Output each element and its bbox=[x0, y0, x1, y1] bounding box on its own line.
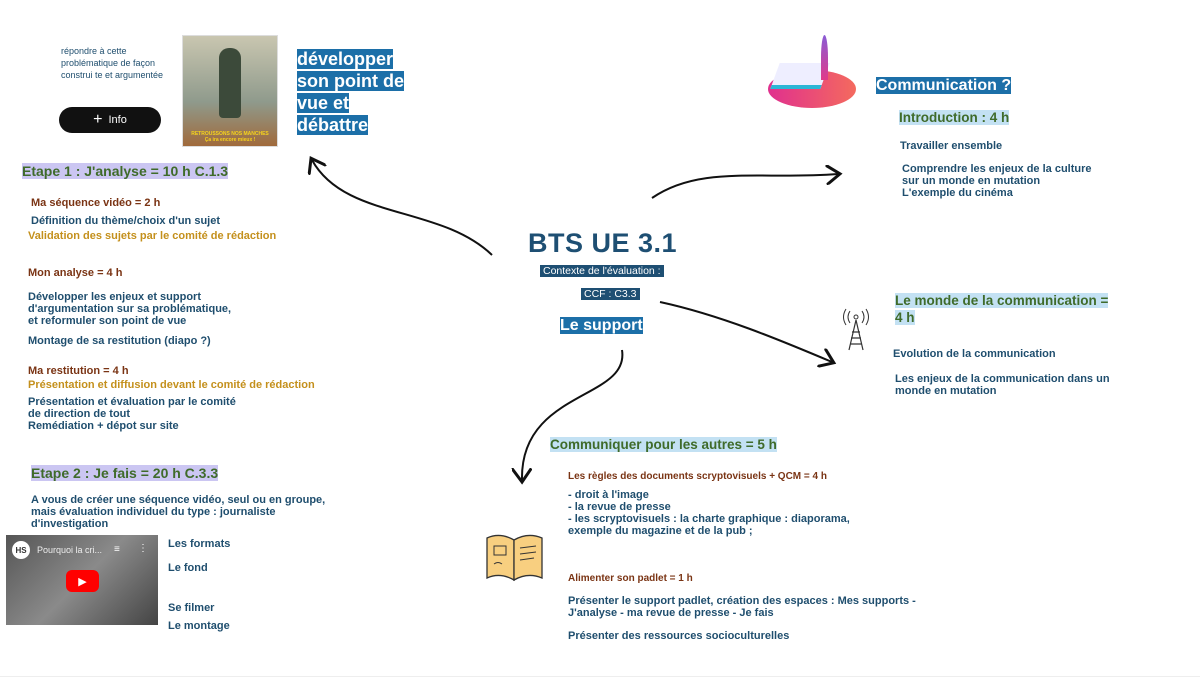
intro-heading: Introduction : 4 h bbox=[899, 110, 1010, 125]
arrow-to-develop bbox=[312, 160, 493, 256]
channel-avatar: HS bbox=[12, 541, 30, 559]
poster-image: RETROUSSONS NOS MANCHES Ça ira encore mi… bbox=[182, 35, 278, 147]
more-options-icon[interactable]: ⋮ bbox=[138, 543, 148, 554]
info-label: Info bbox=[108, 114, 127, 126]
arrow-to-autres bbox=[522, 349, 624, 480]
etape1-heading: Etape 1 : J'analyse = 10 h C.1.3 bbox=[22, 163, 229, 179]
sequence-validation: Validation des sujets par le comité de r… bbox=[28, 230, 277, 242]
poster-caption: RETROUSSONS NOS MANCHES Ça ira encore mi… bbox=[191, 131, 269, 143]
autres-heading: Communiquer pour les autres = 5 h bbox=[550, 437, 777, 452]
evolution-text: Evolution de la communication bbox=[893, 348, 1056, 360]
regles-list: - droit à l'image - la revue de presse -… bbox=[568, 489, 850, 537]
problem-note: répondre à cette problématique de façon … bbox=[61, 46, 164, 80]
antenna-icon bbox=[843, 308, 869, 351]
analyse-title: Mon analyse = 4 h bbox=[28, 267, 123, 279]
etape2-heading: Etape 2 : Je fais = 20 h C.3.3 bbox=[31, 465, 219, 481]
padlet-description: Présenter le support padlet, création de… bbox=[568, 595, 916, 619]
ccf-label: CCF : C3.3 bbox=[581, 288, 640, 300]
communication-title: Communication ? bbox=[876, 77, 1012, 94]
work-together: Travailler ensemble bbox=[900, 140, 1003, 152]
item-filmer: Se filmer bbox=[168, 602, 215, 614]
support-label: Le support bbox=[560, 317, 643, 334]
padlet-title: Alimenter son padlet = 1 h bbox=[568, 573, 693, 584]
enjeux-text: Les enjeux de la communication dans un m… bbox=[895, 373, 1110, 397]
regles-title: Les règles des documents scryptovisuels … bbox=[568, 471, 827, 482]
sequence-title: Ma séquence vidéo = 2 h bbox=[31, 197, 161, 209]
arrow-to-communication bbox=[651, 174, 838, 199]
analyse-montage: Montage de sa restitution (diapo ?) bbox=[28, 335, 211, 347]
open-book-icon bbox=[486, 534, 543, 582]
video-embed[interactable]: HS Pourquoi la cri... ≡ ⋮ ▶ bbox=[6, 535, 158, 625]
restitution-presentation: Présentation et diffusion devant le comi… bbox=[28, 379, 315, 391]
context-label: Contexte de l'évaluation : bbox=[540, 265, 664, 277]
ressources-text: Présenter des ressources socioculturelle… bbox=[568, 630, 790, 642]
item-montage: Le montage bbox=[168, 620, 230, 632]
info-button[interactable]: + Info bbox=[59, 107, 161, 133]
culture-text: Comprendre les enjeux de la culture sur … bbox=[902, 163, 1092, 199]
playlist-icon[interactable]: ≡ bbox=[114, 544, 120, 555]
restitution-title: Ma restitution = 4 h bbox=[28, 365, 129, 377]
worker-figure bbox=[219, 48, 241, 118]
reading-illustration bbox=[763, 35, 858, 110]
item-fond: Le fond bbox=[168, 562, 208, 574]
restitution-evaluation: Présentation et évaluation par le comité… bbox=[28, 396, 236, 432]
develop-label: développer son point de vue et débattre bbox=[297, 49, 404, 135]
arrow-to-monde bbox=[659, 301, 832, 362]
monde-heading: Le monde de la communication = 4 h bbox=[895, 293, 1109, 325]
plus-icon: + bbox=[93, 111, 103, 128]
video-title: Pourquoi la cri... bbox=[37, 545, 103, 555]
analyse-develop: Développer les enjeux et support d'argum… bbox=[28, 291, 232, 327]
item-formats: Les formats bbox=[168, 538, 231, 550]
play-button-icon[interactable]: ▶ bbox=[66, 570, 99, 592]
main-title: BTS UE 3.1 bbox=[528, 228, 678, 258]
etape2-description: A vous de créer une séquence vidéo, seul… bbox=[31, 494, 326, 530]
sequence-definition: Définition du thème/choix d'un sujet bbox=[31, 215, 221, 227]
